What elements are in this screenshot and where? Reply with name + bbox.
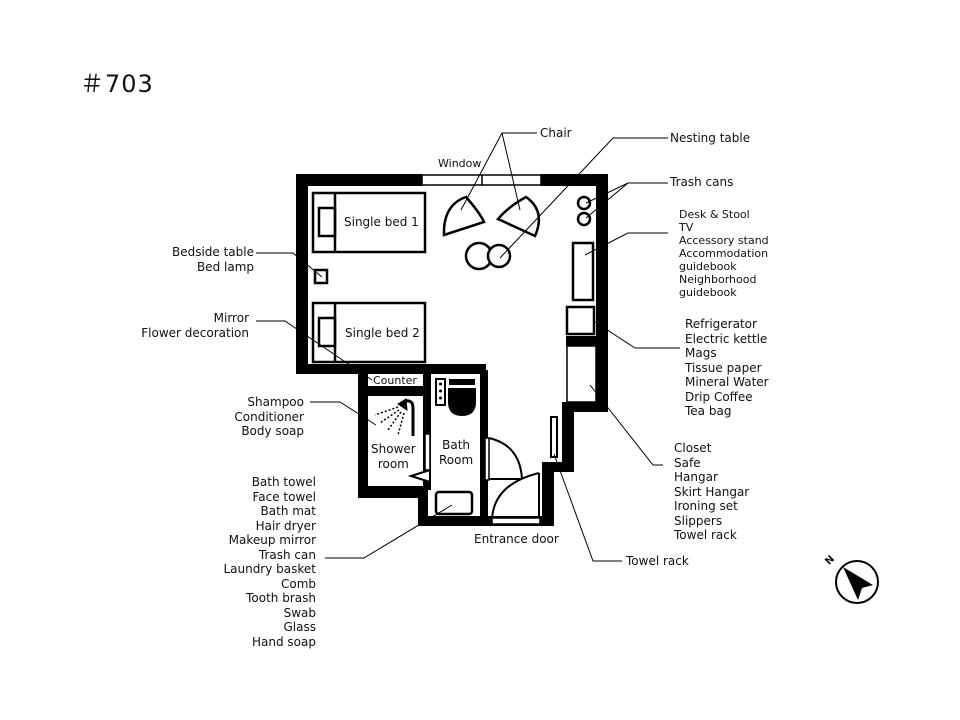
bedside-table [313,268,329,285]
closet [566,345,597,403]
callout-bedside: Bedside table Bed lamp [171,245,254,274]
refrigerator [565,305,596,336]
shower-room-label: Shower room [371,442,416,471]
trash-can-1 [576,195,592,211]
window [421,174,542,186]
bath-room-label: Bath Room [439,438,474,467]
callout-towel-rack: Towel rack [626,554,689,568]
north-arrow-icon [835,560,879,604]
leader-lines [256,132,680,562]
callout-shower-items: Shampoo Conditioner Body soap [234,395,304,438]
single-bed-1 [311,191,427,254]
callout-bath-items: Bath towel Face towel Bath mat Hair drye… [223,475,316,649]
window-label: Window [438,157,482,170]
chair-2 [495,195,541,238]
callout-desk: Desk & Stool TV Accessory stand Accommod… [679,208,769,299]
callout-mirror: Mirror Flower decoration [141,311,249,340]
callout-chair: Chair [540,126,572,140]
chair-1 [442,195,486,237]
entrance-door-label: Entrance door [474,532,559,546]
callout-refrigerator: Refrigerator Electric kettle Mags Tissue… [685,317,769,418]
room-number-title: ＃703 [80,70,154,98]
trash-can-2 [576,211,592,227]
bed-2-label: Single bed 2 [345,326,420,340]
counter [368,374,423,386]
single-bed-2 [311,301,427,364]
shower-head-icon [374,398,415,436]
toilet-icon [435,378,476,416]
nesting-table-2 [486,243,512,269]
walls [296,174,608,526]
counter-label: Counter [373,374,417,387]
callout-nesting-table: Nesting table [670,131,751,145]
desk [571,241,595,302]
callout-trash-cans: Trash cans [670,175,734,189]
callout-closet: Closet Safe Hangar Skirt Hangar Ironing … [674,441,750,542]
bed-1-label: Single bed 1 [344,215,419,229]
